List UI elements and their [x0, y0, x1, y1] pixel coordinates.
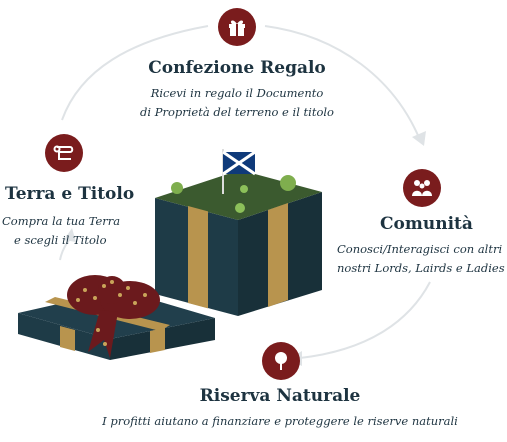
comunita-title: Comunità	[380, 214, 473, 234]
riserva-title: Riserva Naturale	[199, 386, 361, 406]
terra-title: Terra e Titolo	[5, 184, 135, 204]
terra-desc-2: e scegli il Titolo	[14, 233, 107, 247]
comunita-desc-1: Conosci/Interagisci con altri	[337, 242, 503, 256]
scroll-icon	[45, 134, 83, 172]
terra-desc-1: Compra la tua Terra	[2, 214, 121, 228]
riserva-desc-1: I profitti aiutano a finanziare e proteg…	[102, 414, 458, 428]
comunita-desc-2: nostri Lords, Lairds e Ladies	[337, 261, 505, 275]
tree-icon	[262, 342, 300, 380]
people-icon	[403, 169, 441, 207]
confezione-desc-1: Ricevi in regalo il Documento	[150, 86, 324, 100]
confezione-desc-2: di Proprietà del terreno e il titolo	[140, 105, 334, 119]
gift-icon	[218, 8, 256, 46]
confezione-title: Confezione Regalo	[148, 58, 326, 78]
